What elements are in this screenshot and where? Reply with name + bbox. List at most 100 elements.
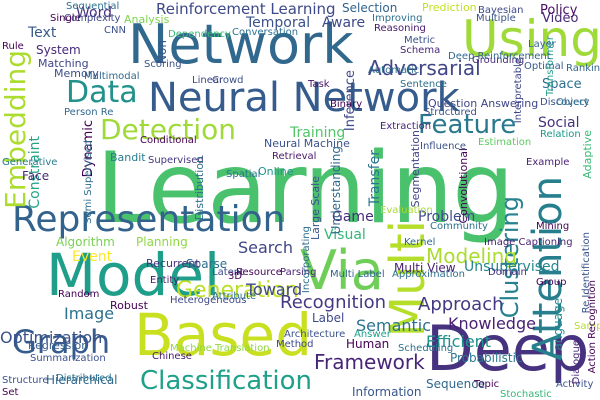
cloud-word: Matching xyxy=(38,57,89,70)
cloud-word: Incorporating xyxy=(301,226,312,294)
cloud-word: Evaluation xyxy=(380,205,433,216)
cloud-word: Multi Label xyxy=(330,269,385,280)
cloud-word: Optimization xyxy=(0,328,103,347)
cloud-word: Grounding xyxy=(472,55,525,66)
cloud-word: Distribution xyxy=(193,156,206,221)
cloud-word: Network xyxy=(128,13,354,76)
cloud-word: Random xyxy=(58,289,100,300)
cloud-word: Sequence xyxy=(426,377,486,391)
cloud-word: Face xyxy=(22,169,50,183)
cloud-word: System xyxy=(36,43,81,57)
cloud-word: Adaptive xyxy=(581,130,594,179)
cloud-word: Topic xyxy=(474,379,500,390)
cloud-word: Generation xyxy=(176,278,299,303)
cloud-word: Estimation xyxy=(478,137,532,148)
cloud-word: Toward xyxy=(246,280,303,299)
cloud-word: Reinforcement Learning xyxy=(156,0,336,18)
cloud-word: Complexity xyxy=(64,13,121,24)
cloud-word: Video xyxy=(542,11,579,26)
cloud-word: Aware xyxy=(322,15,366,31)
cloud-word: Extraction xyxy=(380,121,432,132)
cloud-word: Ranking xyxy=(566,63,600,74)
cloud-word: Kernel xyxy=(404,237,436,248)
cloud-word: Stochastic xyxy=(500,389,552,400)
cloud-word: Convolutional xyxy=(457,148,470,224)
cloud-word: Set xyxy=(2,387,19,398)
cloud-word: Via xyxy=(300,239,384,302)
cloud-word: Memory xyxy=(54,67,99,80)
cloud-word: Sample xyxy=(574,321,600,332)
cloud-word: Attribute xyxy=(212,291,257,302)
cloud-word: Temporal xyxy=(246,15,311,31)
cloud-word: Image Captioning xyxy=(484,237,573,248)
cloud-word: Graph xyxy=(12,323,111,361)
cloud-word: Example xyxy=(526,157,570,168)
cloud-word: Mining xyxy=(536,221,570,232)
cloud-word: Generative xyxy=(2,157,58,168)
cloud-word: Spatial xyxy=(226,169,261,180)
cloud-word: Neural Network xyxy=(148,75,460,121)
cloud-word: Classification xyxy=(140,366,313,396)
cloud-word: Resource xyxy=(236,267,282,278)
cloud-word: Robust xyxy=(110,299,148,312)
cloud-word: Learning xyxy=(96,132,514,246)
cloud-word: Relation xyxy=(540,129,581,140)
cloud-word: Scheduling xyxy=(398,343,454,354)
cloud-word: Bandit xyxy=(110,151,146,164)
cloud-word: Distributed xyxy=(56,373,112,384)
cloud-word: Parsing xyxy=(280,267,317,278)
cloud-word: Improving xyxy=(372,13,423,24)
cloud-word: Deep xyxy=(426,312,590,385)
cloud-word: Information xyxy=(352,385,422,399)
cloud-word: Domain xyxy=(488,267,527,278)
cloud-word: Word xyxy=(76,5,112,21)
cloud-word: Detection xyxy=(100,113,237,146)
cloud-word: Task xyxy=(308,79,330,90)
cloud-word: Understanding xyxy=(329,146,343,235)
cloud-word: Algorithm xyxy=(56,235,115,249)
cloud-word: Regression xyxy=(28,339,89,352)
cloud-word: Person Re xyxy=(64,107,114,118)
cloud-word: Question Answering xyxy=(428,97,539,110)
cloud-word: Supervised xyxy=(148,155,204,166)
cloud-word: Based xyxy=(134,301,313,369)
cloud-word: Interpretable xyxy=(513,58,524,124)
cloud-word: Label xyxy=(312,311,345,325)
cloud-word: Neural Machine xyxy=(264,137,350,150)
cloud-word: Structured xyxy=(424,107,477,118)
cloud-word: Optimal xyxy=(524,61,564,72)
cloud-word: Unsupervised xyxy=(464,259,560,275)
cloud-word: Approach xyxy=(418,294,504,315)
cloud-word: Action Recognition xyxy=(587,280,598,374)
cloud-word: Retrieval xyxy=(272,151,317,162)
cloud-word: Single xyxy=(50,13,81,24)
cloud-word: Model xyxy=(46,241,221,309)
cloud-word: Chinese xyxy=(152,351,192,362)
cloud-word: Multimodal xyxy=(84,71,140,82)
cloud-word: Framework xyxy=(314,350,425,374)
cloud-word: Influence xyxy=(420,141,467,152)
cloud-word: Data xyxy=(66,75,138,110)
cloud-word: Conditional xyxy=(140,135,197,146)
cloud-word: Architecture xyxy=(284,329,346,340)
cloud-word: Group xyxy=(536,277,567,288)
cloud-word: Layer xyxy=(528,39,556,50)
cloud-word: Planning xyxy=(136,235,188,249)
cloud-word: Search xyxy=(238,238,293,257)
cloud-word: Feature xyxy=(418,110,517,140)
cloud-word: Deep Reinforcement xyxy=(448,51,551,62)
cloud-word: Knowledge xyxy=(448,314,536,333)
cloud-word: Embedding xyxy=(0,50,32,209)
cloud-word: Efficient xyxy=(426,332,492,351)
cloud-word: Machine Translation xyxy=(170,343,270,354)
cloud-word: Modeling xyxy=(426,244,517,268)
cloud-word: Latent xyxy=(212,267,245,278)
cloud-word: Game xyxy=(332,209,374,225)
cloud-word: Event xyxy=(72,249,113,265)
cloud-word: Language xyxy=(551,298,565,358)
cloud-word: Semi Supervised xyxy=(83,140,94,224)
cloud-word: Automatic xyxy=(368,65,420,76)
cloud-word: Representation xyxy=(12,199,286,240)
cloud-word: Multiple xyxy=(476,13,516,24)
